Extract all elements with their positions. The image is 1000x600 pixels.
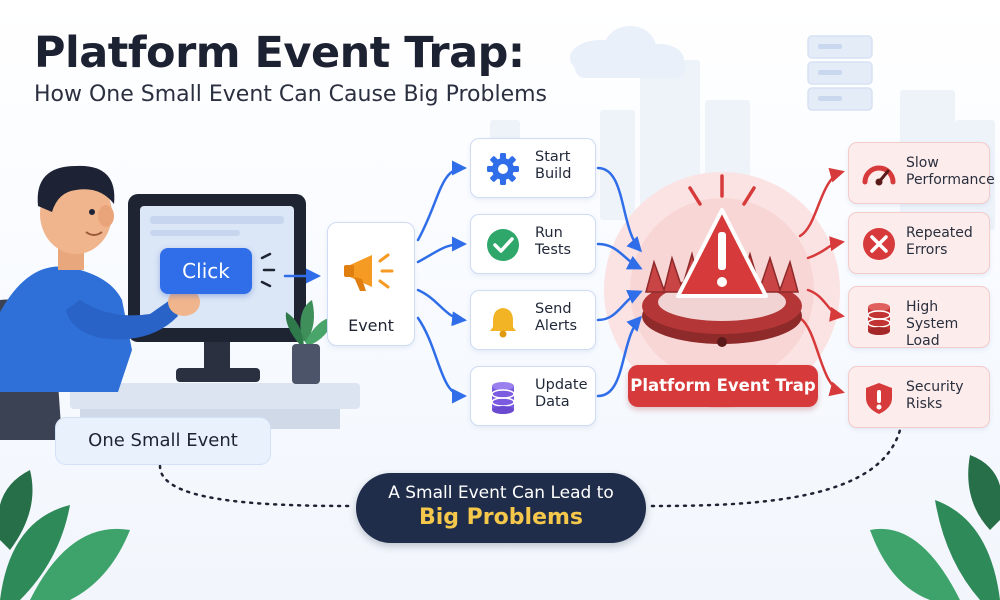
page-subtitle: How One Small Event Can Cause Big Proble… [34,82,548,107]
effect-card-slow-performance: Slow Performance [848,142,995,204]
action-card-start-build: Start Build [470,138,596,198]
platform-event-trap-label: Platform Event Trap [628,365,818,407]
arrow-trap-to-repeated-errors [806,236,845,260]
error-x-icon [863,228,895,260]
effect-label: Repeated Errors [906,225,973,258]
desk [70,383,360,409]
cloud-icon [570,26,685,78]
event-label: Event [348,316,394,335]
effect-label: High System Load [906,299,959,349]
effect-card-repeated-errors: Repeated Errors [848,212,990,274]
person-illustration [0,165,200,392]
shield-alert-icon [866,383,892,414]
dotted-line-right [650,428,902,508]
megaphone-icon [344,253,394,291]
bottom-message-line2: Big Problems [418,505,584,530]
bell-icon [490,308,516,338]
arrow-trap-to-slow-performance [798,167,845,238]
warning-icon [676,174,768,298]
desk-plant [285,300,334,384]
arrow-trap-to-security-risks [798,316,845,397]
arrow-event-to-update-data [416,316,467,404]
action-card-update-data: Update Data [470,366,596,426]
leaves-left [0,470,130,600]
effect-card-high-system-load: High System Load [848,286,990,349]
checkmark-icon [487,229,519,261]
one-small-event-label: One Small Event [55,417,271,465]
leaves-right [870,455,1000,600]
action-label: Update Data [535,377,588,410]
dotted-line-left [158,464,352,508]
action-label: Run Tests [535,225,572,258]
click-button[interactable]: Click [160,248,252,294]
speedometer-icon [862,165,896,186]
database-icon [491,382,515,414]
effect-card-security-risks: Security Risks [848,366,990,428]
arrow-run-tests-to-trap [596,242,643,270]
database-load-icon [867,303,891,335]
arrow-send-alerts-to-trap [596,290,643,322]
arrow-start-build-to-trap [596,166,643,253]
arrow-event-to-start-build [416,160,467,242]
gear-icon [487,153,519,185]
effect-label: Slow Performance [906,155,995,188]
bottom-message: A Small Event Can Lead to Big Problems [356,473,646,543]
arrow-event-to-run-tests [416,236,467,264]
page-title: Platform Event Trap: [34,28,525,78]
action-label: Start Build [535,149,572,182]
action-label: Send Alerts [535,301,578,334]
effect-label: Security Risks [906,379,964,412]
arrow-event-to-send-alerts [416,288,467,327]
bottom-message-line1: A Small Event Can Lead to [388,483,614,503]
action-card-send-alerts: Send Alerts [470,290,596,350]
event-node: Event [327,222,415,346]
arrow-update-data-to-trap [596,315,643,398]
action-card-run-tests: Run Tests [470,214,596,274]
arrow-trap-to-high-system-load [806,288,845,322]
